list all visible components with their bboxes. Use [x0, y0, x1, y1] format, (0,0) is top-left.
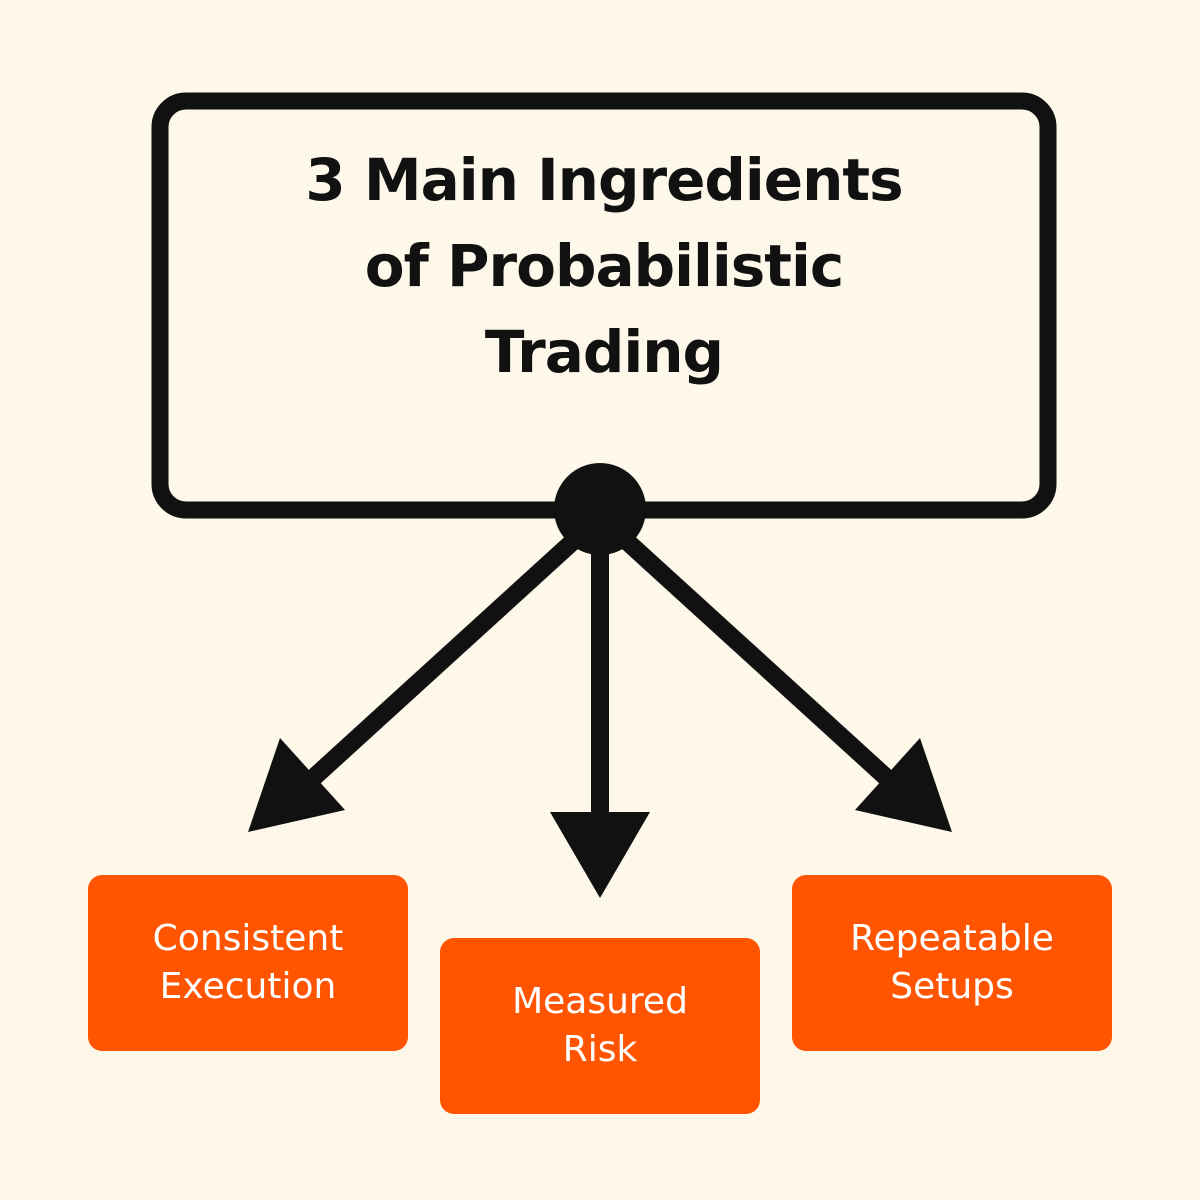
arrow-right-shaft — [613, 528, 907, 797]
title-line: of Probabilistic — [364, 232, 845, 300]
ingredient-label: Consistent — [152, 918, 344, 959]
ingredient-label: Setups — [890, 966, 1014, 1007]
ingredient-measured-risk: Measured Risk — [440, 938, 760, 1114]
title-line: Trading — [484, 318, 724, 386]
ingredient-repeatable-setups: Repeatable Setups — [792, 875, 1112, 1051]
ingredient-label: Execution — [159, 966, 337, 1007]
ingredient-label: Risk — [562, 1029, 638, 1070]
arrow-left-head — [248, 738, 345, 832]
diagram-title: 3 Main Ingredients of Probabilistic Trad… — [168, 70, 1040, 462]
ingredient-label: Measured — [512, 981, 688, 1022]
title-line: 3 Main Ingredients — [305, 146, 903, 214]
arrow-left-shaft — [293, 528, 587, 797]
ingredient-label: Repeatable — [850, 918, 1054, 959]
ingredient-consistent-execution: Consistent Execution — [88, 875, 408, 1051]
arrow-middle-head — [550, 812, 650, 898]
arrow-right-head — [855, 738, 952, 832]
hub-dot — [554, 463, 646, 555]
